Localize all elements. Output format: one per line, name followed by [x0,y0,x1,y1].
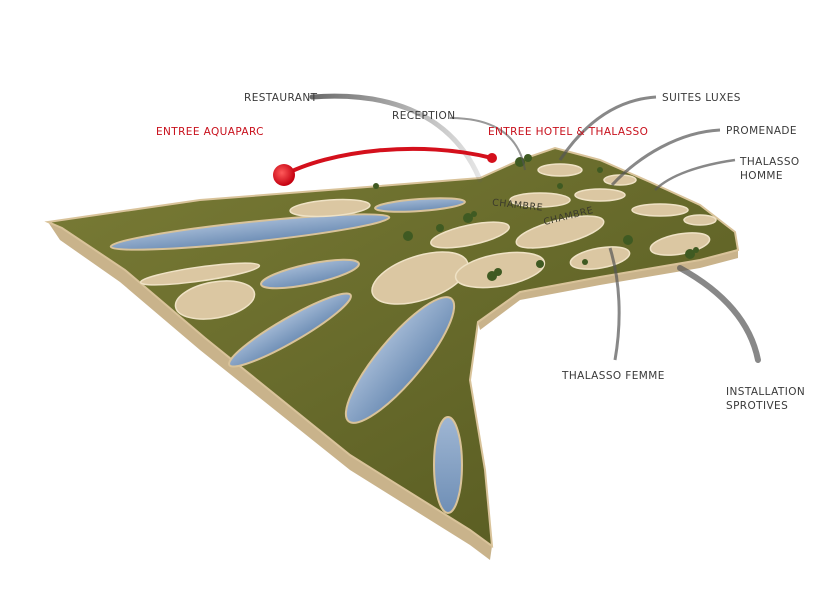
leader-thalasso-femme [608,247,621,361]
label-entree-hotel: ENTREE HOTEL & THALASSO [488,126,649,138]
pool-1 [109,213,391,251]
patio-3 [371,251,469,305]
patio-13 [574,188,626,202]
label-reception: RECEPTION [392,110,456,122]
label-thalasso-femme: THALASSO FEMME [562,370,665,382]
pool-5 [433,416,463,514]
entry-dot-end [487,153,497,163]
entry-arrow-curve [280,146,494,178]
entry-dot-start [273,164,295,186]
leader-suites [558,95,657,161]
label-installation-sportives: INSTALLATION SPROTIVES [726,386,806,412]
leader-reception [449,117,526,171]
label-restaurant: RESTAURANT [244,92,318,104]
pool-4 [344,296,456,424]
pool-2 [260,258,360,290]
leader-restaurant [309,93,483,183]
patio-12 [509,192,571,208]
patio-11 [683,214,717,226]
patio-14 [537,163,583,177]
leader-promenade [610,128,721,187]
label-entree-aquaparc: ENTREE AQUAPARC [156,126,264,138]
pool-3 [228,292,352,368]
label-thalasso-homme: THALASSO HOMME [740,156,800,182]
terrain-side-right [478,250,738,330]
patio-5 [289,198,371,218]
patio-1 [174,280,256,320]
patio-6 [430,221,510,249]
label-promenade: PROMENADE [726,125,797,137]
patio-10 [631,203,689,217]
leader-installation [677,265,761,363]
label-suites-luxes: SUITES LUXES [662,92,741,104]
patio-2 [139,262,261,286]
leader-thalasso-homme [654,158,736,191]
patio-7 [515,215,605,249]
pool-6 [374,197,466,213]
